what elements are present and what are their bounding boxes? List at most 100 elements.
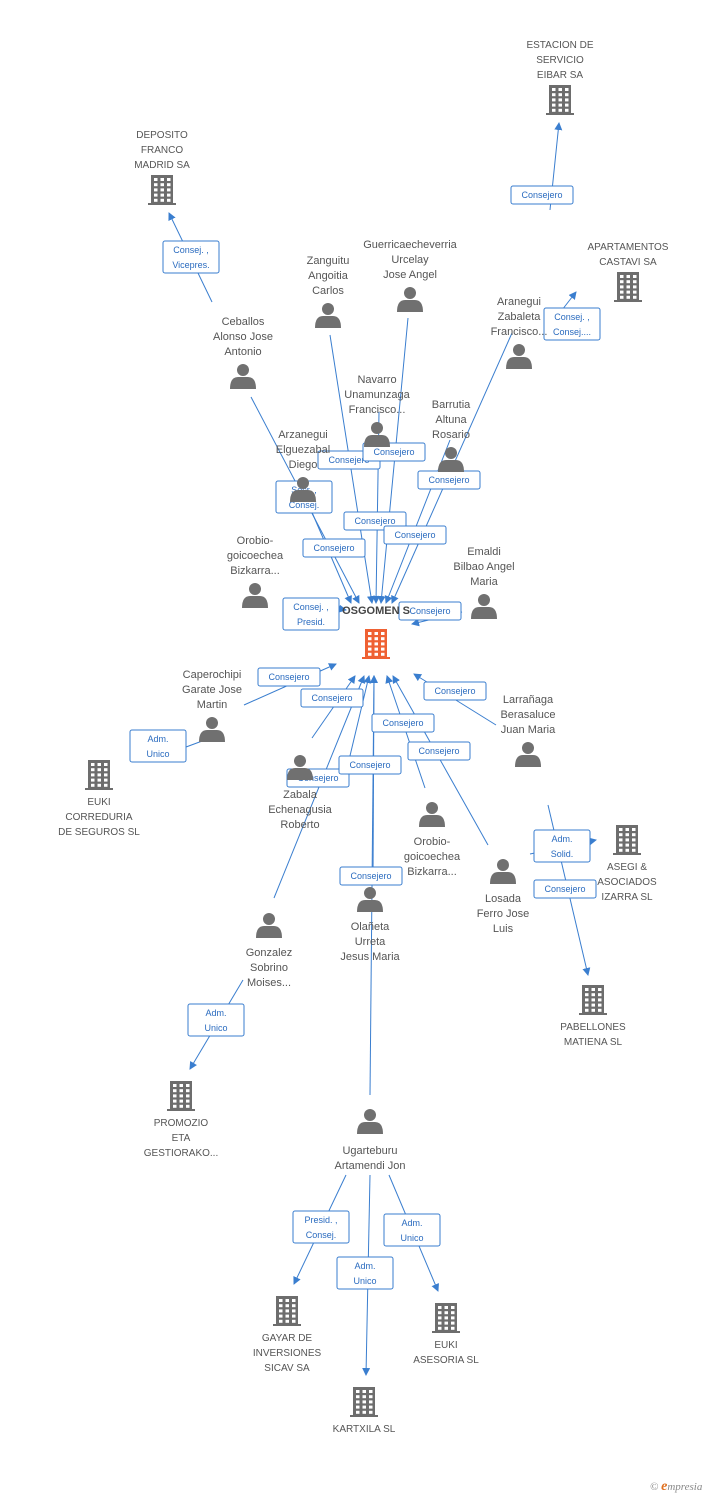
company-label: MATIENA SL <box>564 1037 623 1048</box>
company-label: GAYAR DE <box>262 1333 313 1344</box>
edge-label-text: Consej. <box>289 500 320 510</box>
edge-label-box <box>383 1213 441 1247</box>
edge-label-box <box>533 879 597 899</box>
edge-label-text: Consejero <box>382 718 423 728</box>
edge-label-text: Consej. , <box>554 312 590 322</box>
edge-label-text: Adm. <box>147 734 168 744</box>
edge-label[interactable]: Consejero <box>407 741 471 761</box>
person-label: Jesus Maria <box>340 951 400 963</box>
edge-label[interactable]: Consejero <box>302 538 366 558</box>
person-label: goicoechea <box>404 851 461 863</box>
edge-label-text: Consejero <box>354 516 395 526</box>
person-label: Rosario <box>432 429 470 441</box>
edge-label[interactable]: Adm.Unico <box>129 729 187 763</box>
edge-label[interactable]: Consejero <box>398 601 462 621</box>
edge-label-text: Consejero <box>434 686 475 696</box>
person-label: Francisco... <box>349 404 406 416</box>
person-icon <box>357 887 383 912</box>
edge-label[interactable]: Adm.Unico <box>187 1003 245 1037</box>
person-icon <box>419 802 445 827</box>
edge-label-box <box>302 538 366 558</box>
person-icon <box>357 1109 383 1134</box>
person-node[interactable]: Orobio-goicoecheaBizkarra... <box>227 535 284 608</box>
edge-label[interactable]: Consejero <box>423 681 487 701</box>
person-label: Gonzalez <box>246 947 292 959</box>
center-company-label: OSGOMEN S <box>342 605 410 617</box>
building-icon <box>148 175 176 205</box>
person-node[interactable]: AraneguiZabaletaFrancisco... <box>491 296 548 369</box>
company-label: EIBAR SA <box>537 70 583 81</box>
person-label: Guerricaecheverria <box>363 239 457 251</box>
edge-label[interactable]: Consejero <box>510 185 574 205</box>
edge-label[interactable]: Consejero <box>362 442 426 462</box>
person-label: Ceballos <box>222 316 265 328</box>
person-label: Juan Maria <box>501 724 556 736</box>
person-node[interactable]: NavarroUnamunzagaFrancisco... <box>344 374 411 447</box>
edge-label[interactable]: Adm.Solid. <box>533 829 591 863</box>
company-node[interactable]: PROMOZIOETAGESTIORAKO... <box>144 1081 218 1159</box>
edge-label[interactable]: Consejero <box>533 879 597 899</box>
edge-label[interactable]: Consej. ,Presid. <box>282 597 340 631</box>
edge-label[interactable]: Consejero <box>300 688 364 708</box>
company-node[interactable]: KARTXILA SL <box>333 1387 396 1435</box>
company-label: ETA <box>172 1133 191 1144</box>
edge-label[interactable]: Consej. ,Consej.... <box>543 307 601 341</box>
person-label: goicoechea <box>227 550 284 562</box>
edge-label-text: Adm. <box>205 1008 226 1018</box>
edge-label[interactable]: Consej. ,Vicepres. <box>162 240 220 274</box>
edge-label[interactable]: Consejero <box>383 525 447 545</box>
edge-label-text: Consejero <box>373 447 414 457</box>
person-label: Olañeta <box>351 921 390 933</box>
edge-label[interactable]: Adm.Unico <box>336 1256 394 1290</box>
person-label: Larrañaga <box>503 694 554 706</box>
company-label: KARTXILA SL <box>333 1424 396 1435</box>
edge-label-text: Consejero <box>349 760 390 770</box>
edge-label-text: Consejero <box>268 672 309 682</box>
person-node[interactable]: Orobio-goicoecheaBizkarra... <box>404 802 461 878</box>
company-node[interactable]: APARTAMENTOS CASTAVI SA <box>588 242 669 302</box>
edge-label[interactable]: Consejero <box>338 755 402 775</box>
edge-label[interactable]: Consejero <box>339 866 403 886</box>
company-label: CASTAVI SA <box>599 257 657 268</box>
company-label: SERVICIO <box>536 55 584 66</box>
person-node[interactable]: GonzalezSobrinoMoises... <box>246 913 292 989</box>
person-label: Bizkarra... <box>230 565 280 577</box>
edge-label[interactable]: Consejero <box>257 667 321 687</box>
edge-label-text: Consej. <box>306 1230 337 1240</box>
company-label: APARTAMENTOS <box>588 242 669 253</box>
person-label: Orobio- <box>237 535 274 547</box>
edge-label-text: Consej. , <box>173 245 209 255</box>
person-label: Ferro Jose <box>477 908 530 920</box>
person-label: Bizkarra... <box>407 866 457 878</box>
person-label: Zabala <box>283 789 318 801</box>
brand-name: mpresia <box>667 1481 703 1493</box>
company-label: DE SEGUROS SL <box>58 827 140 838</box>
edge-label[interactable]: Consejero <box>417 470 481 490</box>
edge-label[interactable]: Consejero <box>371 713 435 733</box>
center-company-node[interactable]: OSGOMEN S <box>342 605 410 659</box>
edge-label[interactable]: Adm.Unico <box>383 1213 441 1247</box>
person-label: Luis <box>493 923 514 935</box>
edge-label[interactable]: Presid. ,Consej. <box>292 1210 350 1244</box>
person-label: Artamendi Jon <box>335 1160 406 1172</box>
